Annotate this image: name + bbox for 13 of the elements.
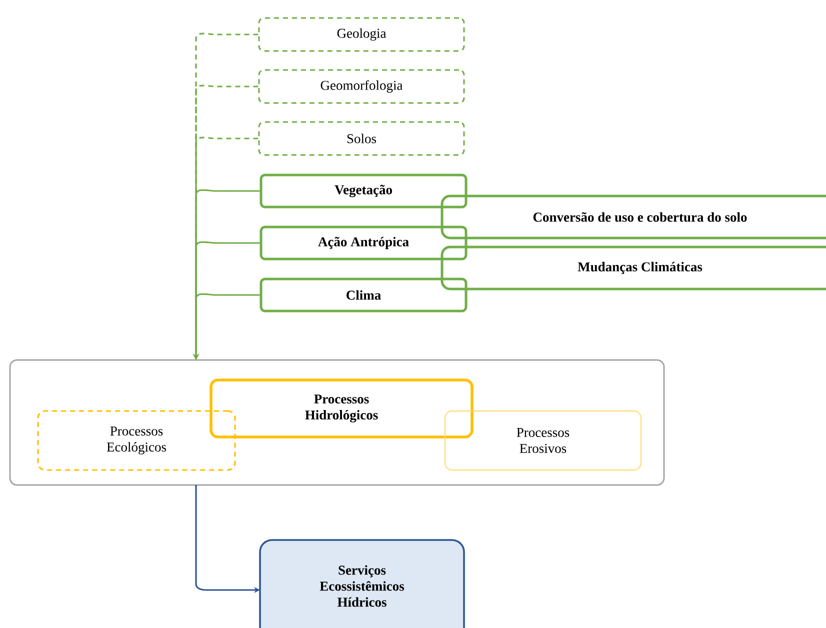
factor-box: Ação Antrópica: [260, 226, 468, 260]
process-box: Processos Hidrológicos: [210, 378, 474, 438]
factor-box: Geologia: [258, 17, 465, 52]
process-box: Processos Ecológicos: [37, 410, 236, 471]
factor-box: Geomorfologia: [258, 69, 465, 104]
driver-band: Mudanças Climáticas: [440, 246, 826, 290]
process-group-box: [9, 359, 665, 486]
result-box: Serviços Ecossistêmicos Hídricos: [259, 539, 465, 628]
factor-box: Clima: [260, 278, 468, 312]
factor-box: Solos: [258, 121, 465, 156]
driver-band: Conversão de uso e cobertura do solo: [440, 194, 826, 240]
process-box: Processos Erosivos: [444, 410, 642, 470]
factor-box: Vegetação: [260, 174, 468, 208]
